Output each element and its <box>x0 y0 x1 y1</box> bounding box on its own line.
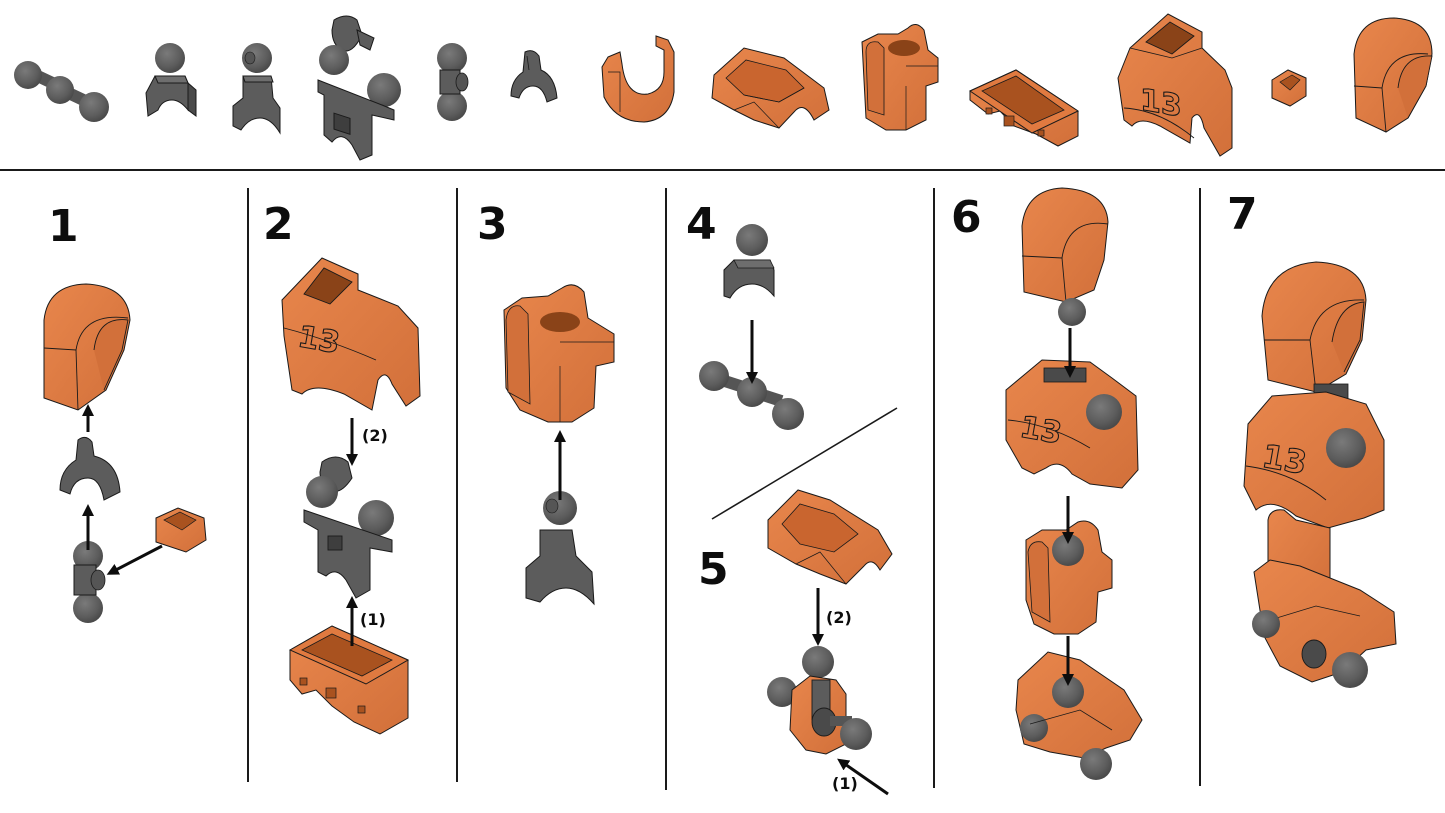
section-divider-horizontal <box>0 169 1445 171</box>
step-divider-2 <box>456 188 458 782</box>
small-clip-part <box>510 50 558 103</box>
step-2-sublabel-2: (2) <box>362 426 388 445</box>
step-6-engraving: 13 <box>1017 410 1064 452</box>
step-7-engraving: 13 <box>1259 437 1309 482</box>
step-7-illustration: 13 <box>1243 261 1397 688</box>
head-part <box>1353 17 1433 133</box>
step-6-illustration: 13 <box>1005 187 1143 780</box>
step-4-5-separator <box>711 407 898 520</box>
step-1-illustration <box>43 283 207 623</box>
step-3-illustration <box>503 284 615 606</box>
step-number-6: 6 <box>951 192 982 243</box>
step-5-sublabel-2: (2) <box>826 608 852 627</box>
engraving-13: 13 <box>1140 82 1182 124</box>
step-number-5: 5 <box>698 544 729 595</box>
step-divider-4 <box>933 188 935 788</box>
step-number-4: 4 <box>686 199 717 250</box>
hip-cuff-part <box>601 35 675 123</box>
step-divider-3 <box>665 188 667 790</box>
shoulder-frame-part <box>317 15 401 161</box>
chest-shell-part: 13 <box>1117 13 1233 157</box>
pelvis-shell-part <box>711 47 830 129</box>
step-number-2: 2 <box>263 199 294 250</box>
ball-clip-joint-a-part <box>145 43 197 117</box>
step-number-3: 3 <box>477 199 508 250</box>
step-2-sublabel-1: (1) <box>360 610 386 629</box>
step-2-engraving: 13 <box>295 319 342 361</box>
step-number-1: 1 <box>48 201 79 252</box>
step-2-illustration: 13 <box>281 257 421 735</box>
step-5-sublabel-1: (1) <box>832 774 858 793</box>
double-ball-connector-part <box>437 43 469 121</box>
ball-clip-joint-b-part <box>232 43 281 135</box>
step-5-illustration <box>767 489 893 796</box>
step-4-illustration <box>699 224 898 520</box>
step-number-7: 7 <box>1227 189 1258 240</box>
step-divider-5 <box>1199 188 1201 786</box>
waist-shell-part <box>861 24 939 131</box>
step-divider-1 <box>247 188 249 782</box>
neck-clip-part <box>1271 69 1307 107</box>
chest-base-block-part <box>968 69 1080 147</box>
triple-ball-joint-part <box>14 61 109 122</box>
